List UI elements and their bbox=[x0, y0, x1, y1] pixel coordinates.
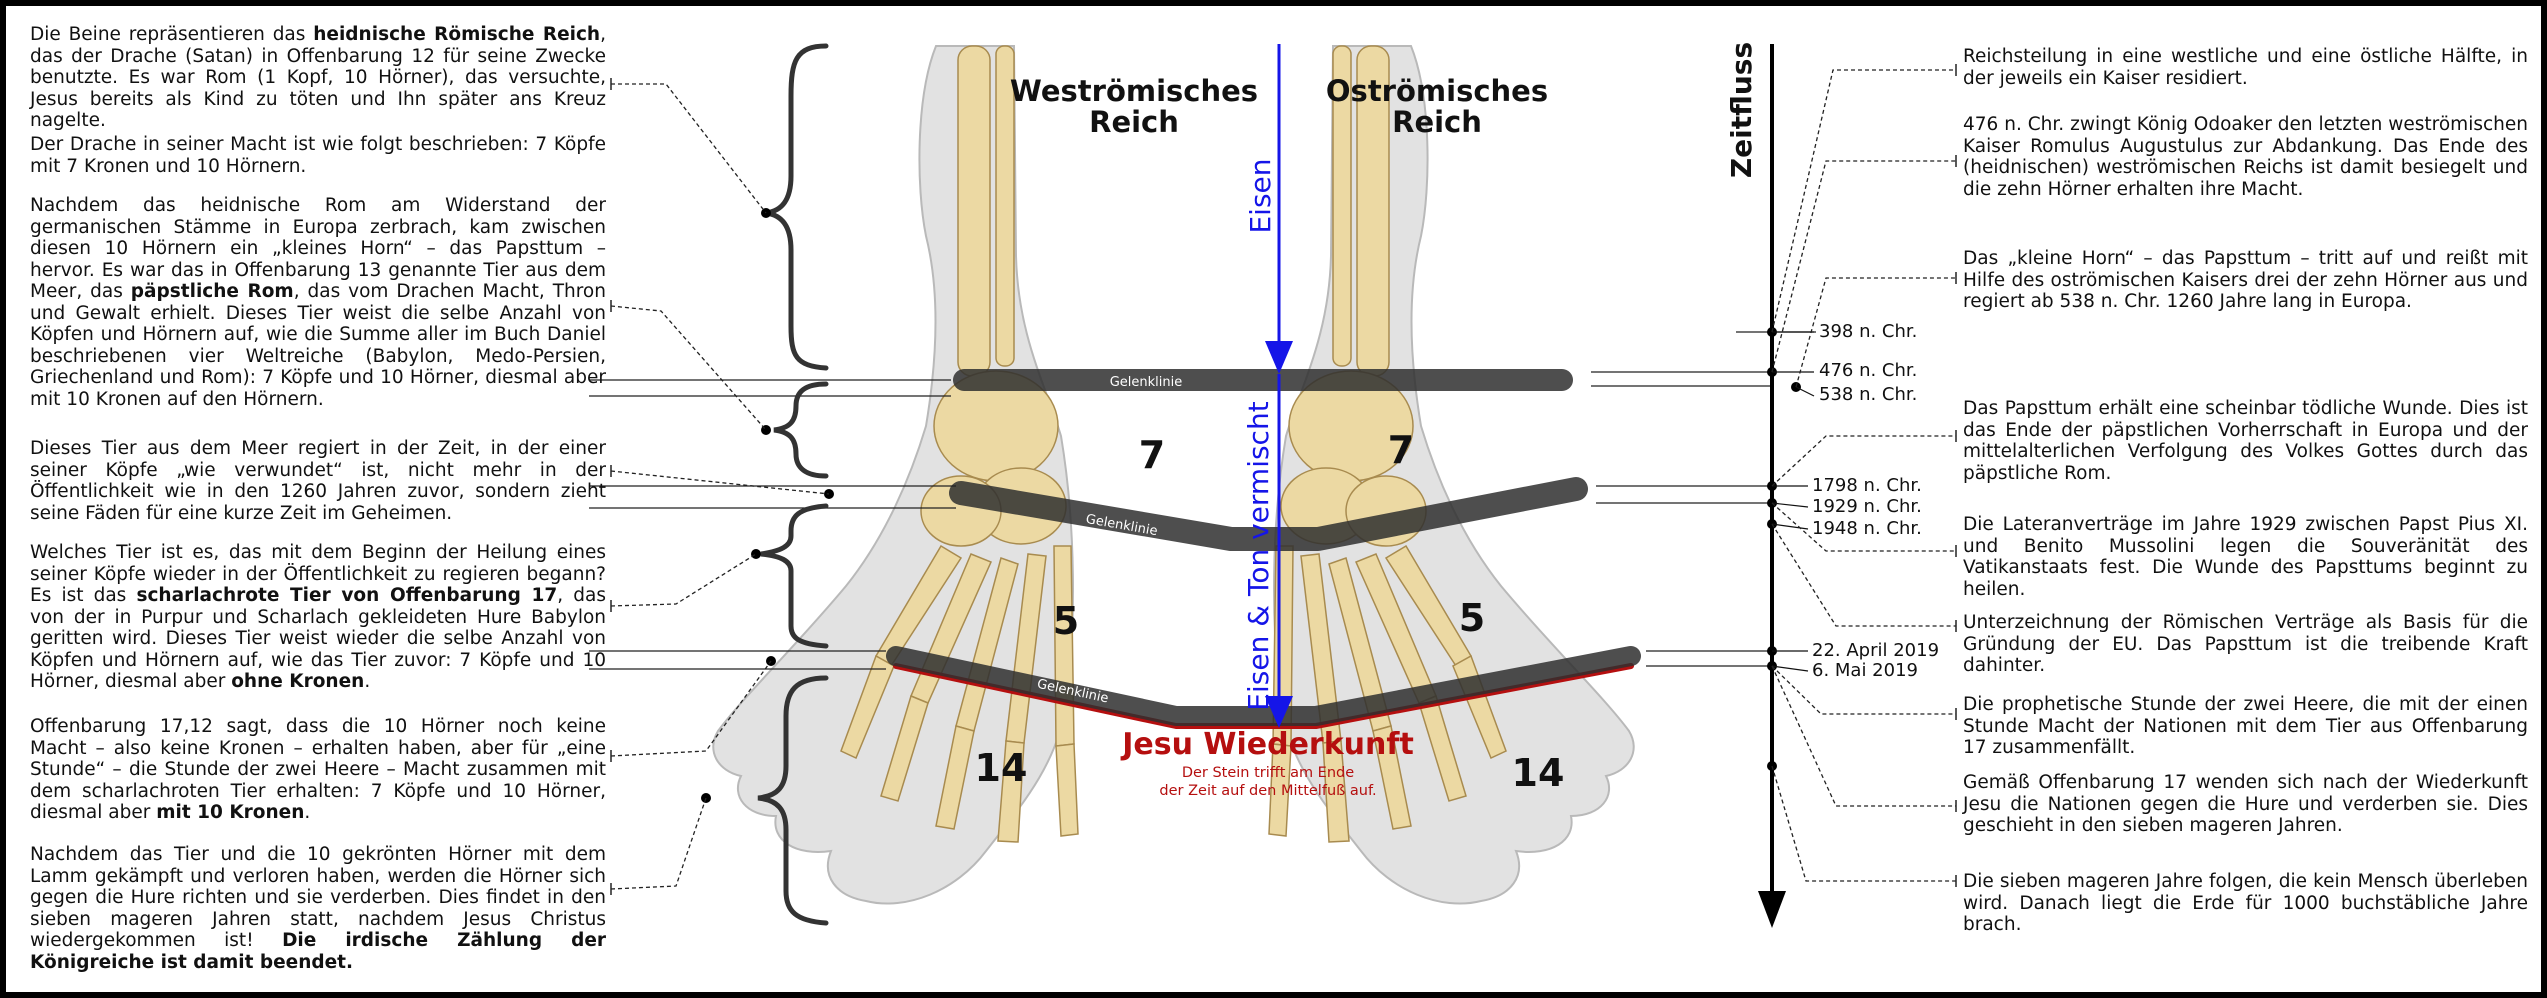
left-text-1-a: Die Beine repräsentieren das bbox=[30, 24, 314, 45]
east-title-1: Oströmisches bbox=[1326, 74, 1548, 108]
left-text-4-e: . bbox=[364, 671, 371, 692]
west-title-1: Weströmisches bbox=[1010, 74, 1258, 108]
time-axis bbox=[1758, 44, 1786, 928]
joint-band-lower bbox=[886, 646, 1641, 726]
left-text-2-b: päpstliche Rom bbox=[130, 281, 294, 302]
right-text-1: Reichsteilung in eine westliche und eine… bbox=[1963, 46, 2528, 89]
diagram-stage: Gelenklinie Gelenklinie Gelenklinie Eise… bbox=[6, 6, 2541, 992]
left-text-5: Offenbarung 17,12 sagt, dass die 10 Hörn… bbox=[30, 716, 606, 824]
right-connectors bbox=[1771, 69, 1956, 882]
left-text-2-c: , das vom Drachen Macht, Thron und Gewal… bbox=[30, 281, 606, 410]
joint-bands bbox=[886, 369, 1641, 729]
left-text-5-c: . bbox=[304, 802, 311, 823]
date-2019b: 6. Mai 2019 bbox=[1812, 660, 1918, 681]
left-connectors bbox=[610, 83, 830, 890]
joint-band-middle bbox=[949, 477, 1588, 551]
right-text-6: Unterzeichnung der Römischen Verträge al… bbox=[1963, 612, 2528, 676]
right-text-5: Die Lateranverträge im Jahre 1929 zwisch… bbox=[1963, 514, 2528, 600]
feet-diagram: Gelenklinie Gelenklinie Gelenklinie Eise… bbox=[589, 42, 1957, 928]
return-line-2: der Zeit auf den Mittelfuß auf. bbox=[1159, 783, 1376, 799]
count-toes-right: 14 bbox=[1512, 751, 1565, 795]
left-text-5-a: Offenbarung 17,12 sagt, dass die 10 Hörn… bbox=[30, 716, 606, 823]
return-line-1: Der Stein trifft am Ende bbox=[1182, 765, 1354, 781]
left-text-1-b: heidnische Römische Reich bbox=[313, 24, 601, 45]
left-text-4-c: , das von der in Purpur und Scharlach ge… bbox=[30, 585, 606, 692]
return-title: Jesu Wiederkunft bbox=[1120, 727, 1414, 762]
right-foot-bones bbox=[1268, 45, 1507, 843]
date-2019a: 22. April 2019 bbox=[1812, 640, 1939, 661]
left-text-1b: Der Drache in seiner Macht ist wie folgt… bbox=[30, 134, 606, 177]
joint-label-upper: Gelenklinie bbox=[1110, 375, 1183, 390]
left-text-4-a: Welches Tier ist es, das mit dem Beginn … bbox=[30, 542, 606, 606]
left-brace-dots bbox=[701, 208, 834, 803]
axis-label: Zeitfluss bbox=[1725, 42, 1758, 178]
left-text-1: Die Beine repräsentieren das heidnische … bbox=[30, 24, 606, 132]
left-text-2: Nachdem das heidnische Rom am Widerstand… bbox=[30, 195, 606, 410]
right-text-8: Gemäß Offenbarung 17 wenden sich nach de… bbox=[1963, 772, 2528, 836]
iron-clay-label: Eisen & Ton vermischt bbox=[1242, 401, 1275, 710]
right-text-7: Die prophetische Stunde der zwei Heere, … bbox=[1963, 694, 2528, 758]
left-text-6: Nachdem das Tier und die 10 gekrönten Hö… bbox=[30, 844, 606, 973]
left-text-5-b: mit 10 Kronen bbox=[156, 802, 305, 823]
date-1948: 1948 n. Chr. bbox=[1812, 518, 1922, 539]
count-ankle-left: 7 bbox=[1139, 433, 1165, 477]
west-title-2: Reich bbox=[1089, 105, 1179, 139]
count-toes-left: 14 bbox=[975, 746, 1028, 790]
right-text-2: 476 n. Chr. zwingt König Odoaker den let… bbox=[1963, 114, 2528, 200]
date-1929: 1929 n. Chr. bbox=[1812, 496, 1922, 517]
count-mid-left: 5 bbox=[1053, 599, 1079, 643]
right-text-3: Das „kleine Horn“ – das Papsttum – tritt… bbox=[1963, 248, 2528, 312]
left-text-1-c: , das der Drache (Satan) in Offenbarung … bbox=[30, 24, 606, 131]
date-476: 476 n. Chr. bbox=[1819, 360, 1917, 381]
right-text-9: Die sieben mageren Jahre folgen, die kei… bbox=[1963, 871, 2528, 935]
count-ankle-right: 7 bbox=[1388, 428, 1414, 472]
left-text-4-d: ohne Kronen bbox=[231, 671, 365, 692]
left-text-2-a: Nachdem das heidnische Rom am Widerstand… bbox=[30, 195, 606, 302]
count-mid-right: 5 bbox=[1459, 596, 1485, 640]
left-text-6-b: Die irdische Zählung der Königreiche ist… bbox=[30, 930, 606, 973]
left-text-4-b: scharlachrote Tier von Offenbarung 17 bbox=[136, 585, 558, 606]
date-398: 398 n. Chr. bbox=[1819, 321, 1917, 342]
date-538: 538 n. Chr. bbox=[1819, 384, 1917, 405]
left-text-3: Dieses Tier aus dem Meer regiert in der … bbox=[30, 438, 606, 524]
iron-arrow bbox=[1265, 44, 1293, 728]
right-text-4: Das Papsttum erhält eine scheinbar tödli… bbox=[1963, 398, 2528, 484]
east-title-2: Reich bbox=[1392, 105, 1482, 139]
iron-label: Eisen bbox=[1244, 158, 1277, 233]
date-1798: 1798 n. Chr. bbox=[1812, 475, 1922, 496]
left-text-6-a: Nachdem das Tier und die 10 gekrönten Hö… bbox=[30, 844, 606, 951]
left-text-4: Welches Tier ist es, das mit dem Beginn … bbox=[30, 542, 606, 693]
